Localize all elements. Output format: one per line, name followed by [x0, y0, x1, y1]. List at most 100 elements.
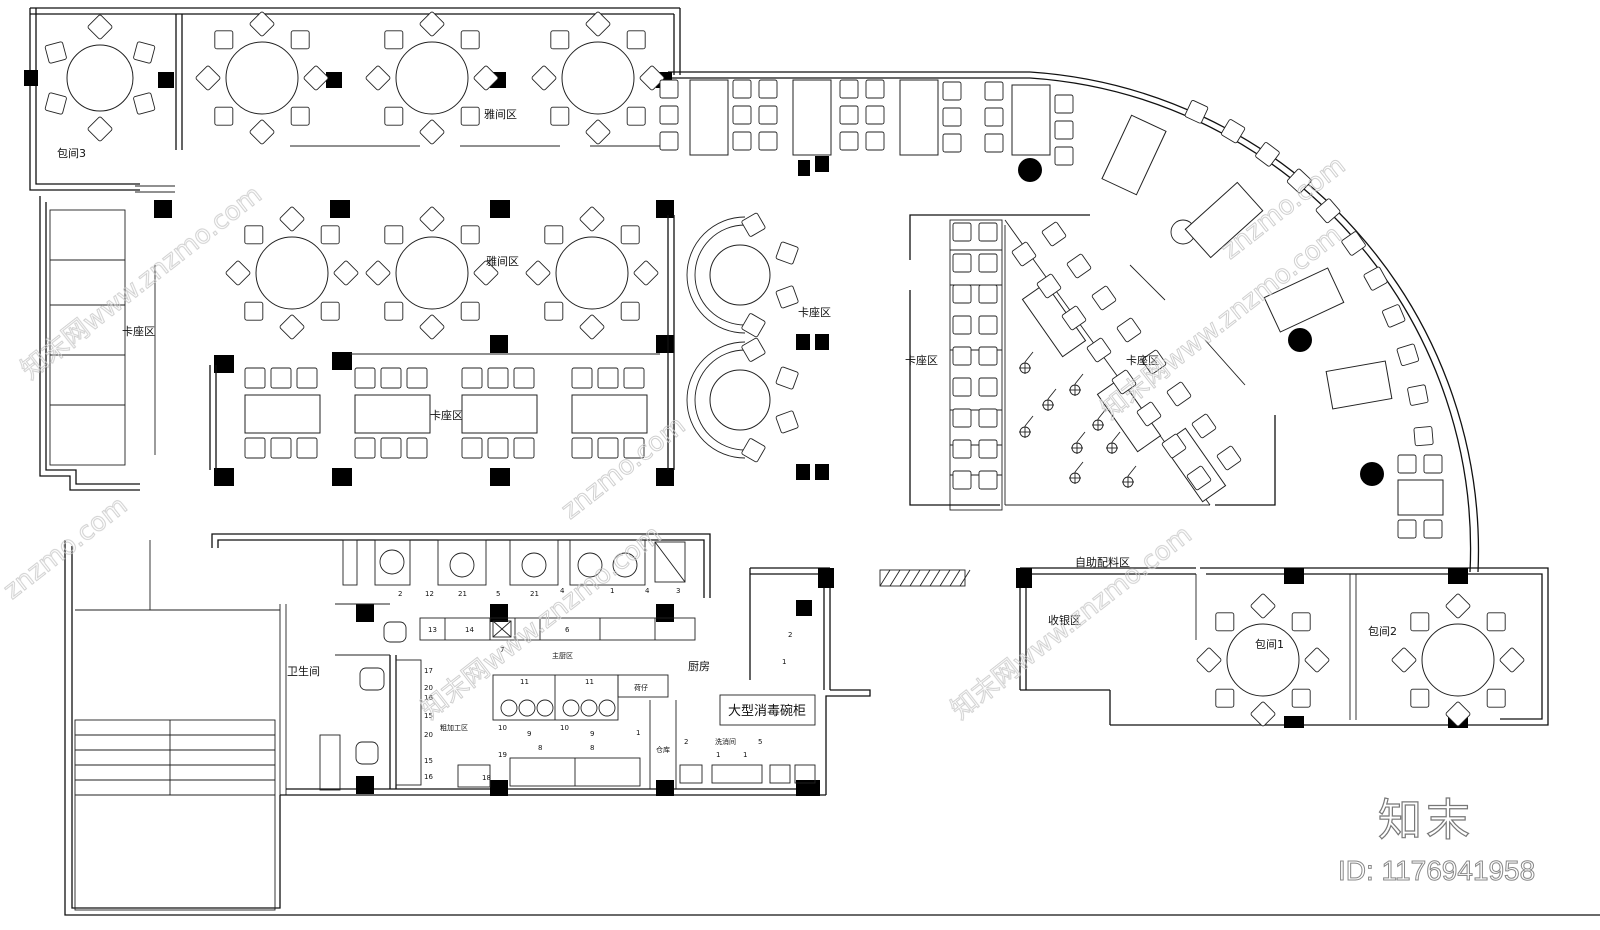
chair — [775, 285, 799, 309]
chair — [775, 241, 799, 265]
kn-stove-0: 11 — [520, 678, 529, 686]
chair — [978, 439, 998, 459]
kn-left-2: 16 — [424, 694, 433, 702]
chair — [44, 92, 67, 115]
chair — [942, 81, 962, 101]
chair — [225, 260, 251, 286]
chair — [195, 65, 221, 91]
chair — [952, 470, 972, 490]
chair — [550, 106, 570, 126]
chair — [571, 437, 593, 459]
plant-icon — [1069, 461, 1084, 484]
kn-left-3: 15 — [424, 712, 433, 720]
chair — [1363, 266, 1388, 291]
chair — [659, 79, 679, 99]
chair — [487, 437, 509, 459]
chair — [623, 437, 645, 459]
label-booth-right-diag: 卡座区 — [1126, 353, 1159, 367]
chair — [865, 131, 885, 151]
chair — [1196, 647, 1222, 673]
chair — [659, 105, 679, 125]
chair — [952, 315, 972, 335]
plant-icon — [1122, 465, 1137, 488]
chair — [585, 119, 611, 145]
label-booth-left: 卡座区 — [122, 324, 155, 338]
chair — [303, 65, 329, 91]
chair — [460, 225, 480, 245]
kn-wash-3: 1 — [743, 751, 747, 759]
chair — [732, 131, 752, 151]
chair — [978, 222, 998, 242]
chair — [290, 30, 310, 50]
chair — [354, 437, 376, 459]
kn-lower-0: 10 — [498, 724, 507, 732]
chair — [214, 30, 234, 50]
chair — [1304, 647, 1330, 673]
label-elegant-area-top: 雅间区 — [484, 107, 517, 121]
chair — [620, 225, 640, 245]
chair — [984, 133, 1004, 153]
room-labels: 包间3 雅间区 雅间区 卡座区 卡座区 卡座区 卡座区 卡座区 卫生间 厨房 主… — [57, 107, 1397, 754]
chair — [1382, 304, 1406, 328]
plant-icon — [1092, 408, 1107, 431]
kn-bottom-2: 8 — [590, 744, 594, 752]
chair — [984, 81, 1004, 101]
chair — [741, 313, 766, 338]
label-washing-room: 洗消间 — [715, 737, 736, 746]
chair — [839, 105, 859, 125]
chair — [620, 301, 640, 321]
chair — [354, 367, 376, 389]
kn-wash-2: 5 — [758, 738, 762, 746]
chair — [1407, 384, 1429, 406]
kn-misc-0: 7 — [500, 646, 504, 654]
chair — [1116, 317, 1142, 343]
chair — [1423, 519, 1443, 539]
label-disinfection-cabinet: 大型消毒碗柜 — [728, 703, 806, 719]
chair — [279, 314, 305, 340]
label-booth-round: 卡座区 — [798, 305, 831, 319]
chair — [1111, 369, 1137, 395]
chair — [87, 14, 113, 40]
plant-icon — [1069, 373, 1084, 396]
watermark-id: ID: 1176941958 — [1338, 855, 1535, 886]
chair — [1291, 612, 1311, 632]
booth-chairs — [244, 79, 1443, 587]
kn-left-1: 20 — [424, 684, 433, 692]
kn-counter-2: 6 — [565, 626, 570, 634]
chair — [214, 106, 234, 126]
chair — [1066, 253, 1092, 279]
chair — [461, 437, 483, 459]
chair — [133, 41, 156, 64]
plant-icon — [1106, 431, 1121, 454]
chair — [460, 106, 480, 126]
chair — [544, 301, 564, 321]
chair — [639, 65, 665, 91]
round-table — [1391, 593, 1525, 727]
chair — [1413, 426, 1434, 447]
kn-misc-1: 1 — [636, 729, 640, 737]
kn-bottom-0: 19 — [498, 751, 507, 759]
label-cashier: 收银区 — [1048, 613, 1081, 627]
chair — [1215, 688, 1235, 708]
label-booth-center: 卡座区 — [430, 408, 463, 422]
chair — [942, 107, 962, 127]
chair — [1396, 343, 1420, 367]
chair — [942, 133, 962, 153]
chair — [531, 65, 557, 91]
chair — [249, 119, 275, 145]
chair — [952, 439, 972, 459]
chair — [513, 437, 535, 459]
watermark-logo: 知末 — [1378, 795, 1474, 846]
chair — [978, 253, 998, 273]
round-table — [365, 11, 499, 145]
label-private-room-1: 包间1 — [1255, 638, 1284, 651]
chair — [1161, 433, 1187, 459]
chair — [571, 367, 593, 389]
chair — [1410, 688, 1430, 708]
round-table — [225, 206, 359, 340]
chair — [1499, 647, 1525, 673]
chair — [1136, 401, 1162, 427]
chair — [1186, 465, 1212, 491]
kn-left-6: 16 — [424, 773, 433, 781]
